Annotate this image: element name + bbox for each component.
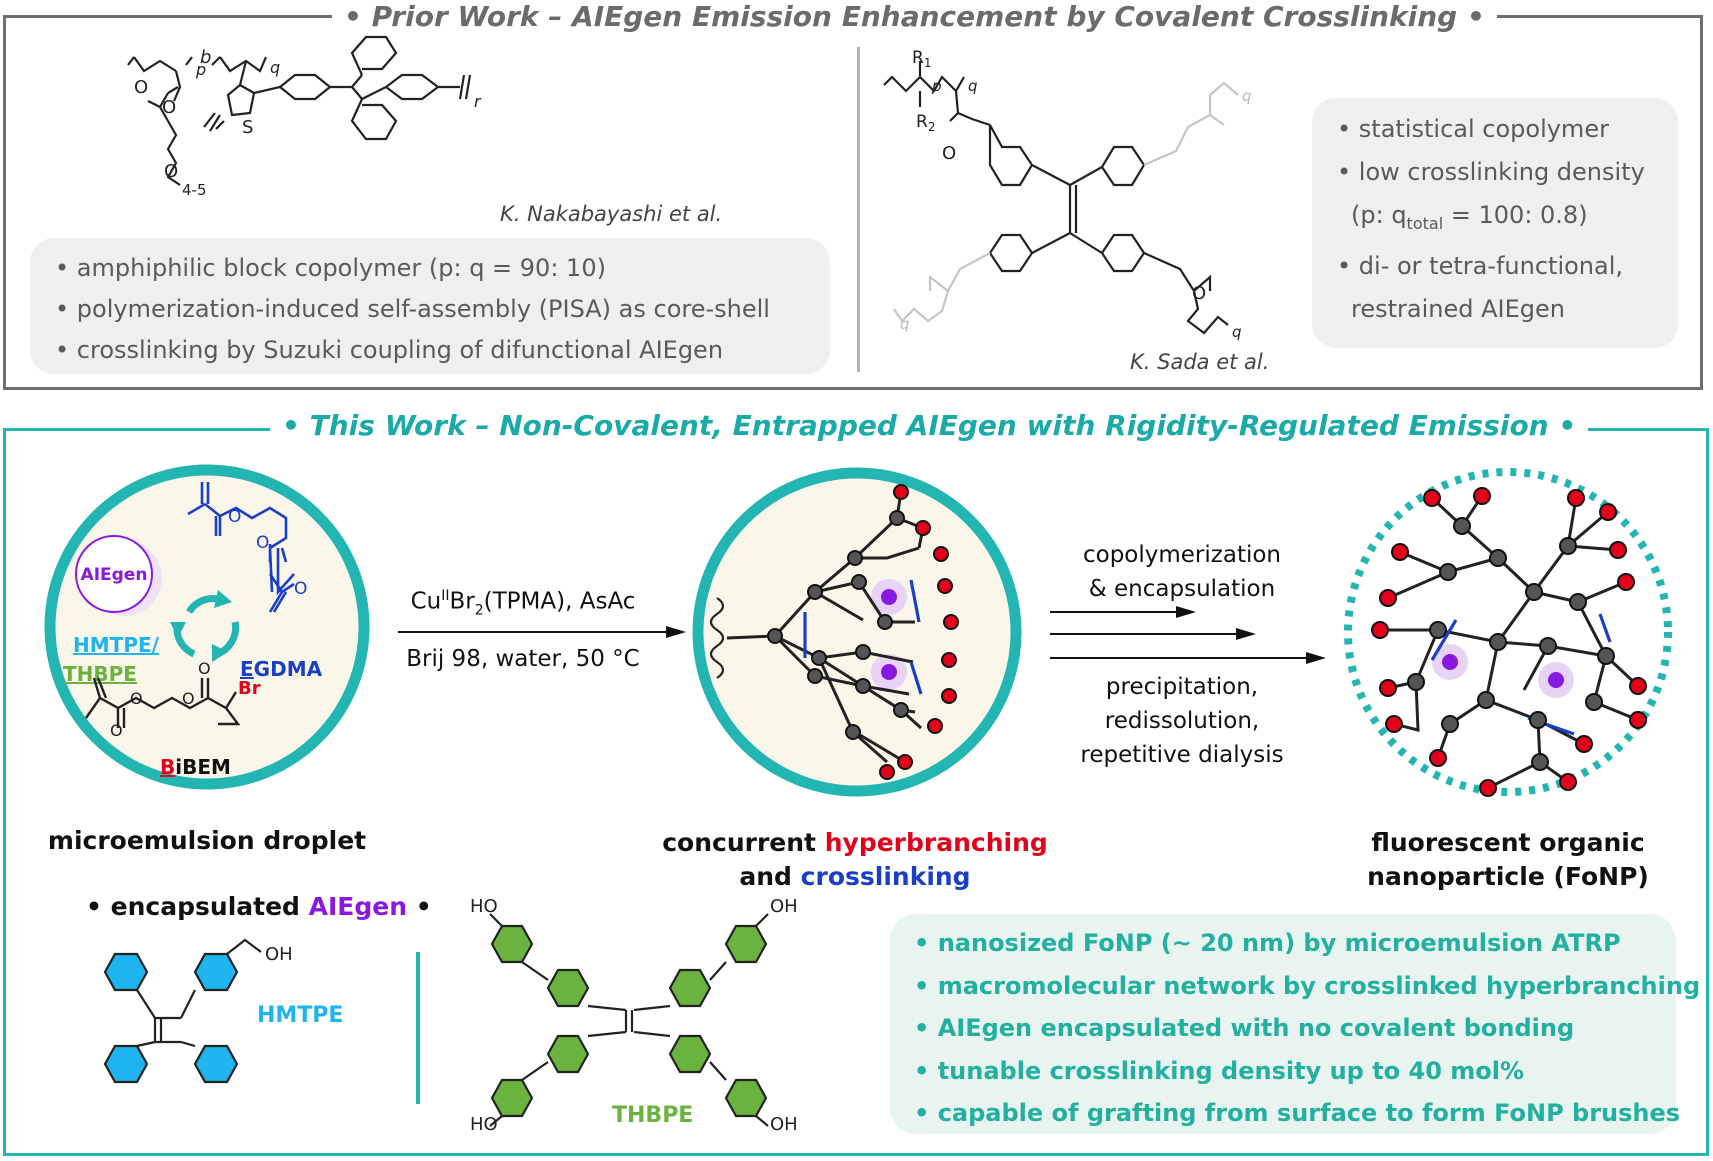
hmtpe-oh: OH bbox=[265, 944, 293, 965]
struct-r: r bbox=[474, 92, 482, 111]
process-arrows bbox=[1050, 606, 1326, 664]
sada-o2: O bbox=[1192, 283, 1206, 304]
droplet-caption: microemulsion droplet bbox=[47, 826, 367, 855]
prior-left-bullets: • amphiphilic block copolymer (p: q = 90… bbox=[30, 238, 830, 371]
hmtpe-structure: OH HMTPE bbox=[103, 938, 343, 1084]
struct-o2: O bbox=[162, 97, 176, 118]
this-work-bullet: • capable of grafting from surface to fo… bbox=[914, 1099, 1681, 1127]
hmtpe-label: HMTPE/ bbox=[73, 633, 160, 657]
sada-p: p bbox=[931, 77, 942, 95]
egdma-structure bbox=[187, 482, 295, 613]
thbpe-oh1: OH bbox=[770, 896, 798, 917]
bromine-label: Br bbox=[238, 678, 261, 699]
prior-left-panel: • amphiphilic block copolymer (p: q = 90… bbox=[30, 238, 830, 374]
citation-sada: K. Sada et al. bbox=[1130, 350, 1270, 374]
sada-q: q bbox=[968, 77, 978, 95]
fonp-caption-line1: fluorescent organic bbox=[1371, 828, 1645, 857]
process-steps-top: copolymerization & encapsulation bbox=[1042, 538, 1322, 606]
prior-right-bullet: • di- or tetra-functional, bbox=[1337, 251, 1624, 280]
sada-r2: R2 bbox=[916, 112, 935, 134]
prior-work-title: • Prior Work – AIEgen Emission Enhanceme… bbox=[332, 0, 1497, 33]
thbpe-ho2: HO bbox=[470, 1114, 498, 1135]
this-work-summary-panel: • nanosized FoNP (~ 20 nm) by microemuls… bbox=[890, 914, 1701, 1135]
sada-q2: q bbox=[1232, 323, 1242, 341]
fonp-caption: fluorescent organic nanoparticle (FoNP) bbox=[1340, 826, 1676, 894]
thbpe-structure: HO OH HO OH THBPE bbox=[470, 896, 798, 1135]
egdma-o2: O bbox=[256, 533, 269, 553]
struct-s: S bbox=[242, 117, 253, 138]
this-work-bullet: • tunable crosslinking density up to 40 … bbox=[914, 1056, 1525, 1085]
network-caption-line1: concurrent hyperbranching bbox=[662, 828, 1048, 857]
bibem-o3: O bbox=[110, 721, 123, 740]
struct-o3: O bbox=[164, 161, 178, 182]
thbpe-ho1: HO bbox=[470, 896, 498, 917]
sada-o1: O bbox=[942, 143, 956, 164]
thbpe-name: THBPE bbox=[612, 1103, 693, 1128]
struct-n: 4-5 bbox=[182, 181, 207, 199]
step-copolymerization: copolymerization bbox=[1082, 542, 1281, 568]
encapsulated-aiegen-heading: • encapsulated AIEgen • bbox=[86, 892, 432, 921]
bibem-o2: O bbox=[182, 689, 195, 708]
this-work-bullet: • AIEgen encapsulated with no covalent b… bbox=[914, 1014, 1575, 1042]
prior-left-bullet: • polymerization-induced self-assembly (… bbox=[55, 295, 770, 323]
sada-q3: q bbox=[1242, 87, 1252, 105]
struct-p: p bbox=[195, 60, 206, 79]
hyperbranched-network bbox=[692, 467, 1022, 797]
fonp-caption-line2: nanoparticle (FoNP) bbox=[1367, 862, 1649, 891]
struct-q: q bbox=[270, 58, 280, 77]
struct-b: b bbox=[200, 47, 211, 68]
step-redissolution: redissolution, bbox=[1104, 708, 1260, 734]
struct-o1: O bbox=[134, 77, 148, 98]
microemulsion-droplet: AIEgen HMTPE/ THBPE O O O EGDMA O O O O … bbox=[44, 464, 370, 790]
step-dialysis: repetitive dialysis bbox=[1080, 742, 1284, 768]
prior-right-bullet: • low crosslinking density bbox=[1337, 158, 1645, 186]
this-work-title: • This Work – Non-Covalent, Entrapped AI… bbox=[270, 409, 1589, 442]
egdma-o1: O bbox=[228, 507, 241, 527]
network-caption-line2: and crosslinking bbox=[739, 862, 971, 891]
egdma-label: EGDMA bbox=[240, 657, 323, 681]
sada-structure: O O R1 R2 p q q q q bbox=[883, 48, 1252, 341]
prior-right-bullet-cont: restrained AIEgen bbox=[1351, 294, 1565, 323]
network-caption: concurrent hyperbranching and crosslinki… bbox=[620, 826, 1090, 894]
this-work-bullets: • nanosized FoNP (~ 20 nm) by microemuls… bbox=[890, 914, 1701, 1135]
hmtpe-name: HMTPE bbox=[257, 1003, 343, 1028]
step-encapsulation: & encapsulation bbox=[1088, 576, 1276, 602]
prior-left-bullet: • crosslinking by Suzuki coupling of dif… bbox=[55, 336, 724, 364]
citation-nakabayashi: K. Nakabayashi et al. bbox=[500, 202, 723, 226]
prior-right-bullets: • statistical copolymer • low crosslinki… bbox=[1312, 98, 1678, 331]
aiegen-divider bbox=[416, 952, 420, 1104]
prior-right-bullet: • statistical copolymer bbox=[1337, 115, 1609, 143]
this-work-bullet: • nanosized FoNP (~ 20 nm) by microemuls… bbox=[914, 929, 1621, 957]
step-precipitation: precipitation, bbox=[1105, 674, 1259, 700]
prior-right-panel: • statistical copolymer • low crosslinki… bbox=[1312, 98, 1678, 348]
sada-r1: R1 bbox=[912, 48, 931, 70]
prior-work-divider bbox=[857, 47, 860, 372]
egdma-o3: O bbox=[294, 579, 307, 599]
bibem-label: BiBEM bbox=[160, 755, 231, 779]
thbpe-oh2: OH bbox=[770, 1114, 798, 1135]
bibem-structure bbox=[85, 677, 241, 728]
fonp-particle bbox=[1344, 468, 1672, 797]
nakabayashi-structure: O O O p b q S 4-5 r bbox=[127, 35, 482, 199]
reaction-arrow bbox=[398, 626, 686, 638]
aiegen-label: AIEgen bbox=[81, 565, 148, 585]
prior-left-bullet: • amphiphilic block copolymer (p: q = 90… bbox=[55, 254, 606, 282]
reaction-conditions-line1: CuIIBr2(TPMA), AsAc bbox=[410, 588, 636, 619]
sada-q4: q bbox=[900, 315, 910, 333]
process-steps-bottom: precipitation, redissolution, repetitive… bbox=[1042, 670, 1322, 772]
reaction-conditions-line2: Brij 98, water, 50 °C bbox=[406, 646, 640, 672]
bibem-o4: O bbox=[198, 659, 211, 678]
this-work-bullet: • macromolecular network by crosslinked … bbox=[914, 971, 1701, 1000]
prior-right-bullet-ratio: (p: qtotal = 100: 0.8) bbox=[1351, 201, 1588, 233]
bibem-o1: O bbox=[130, 689, 143, 708]
